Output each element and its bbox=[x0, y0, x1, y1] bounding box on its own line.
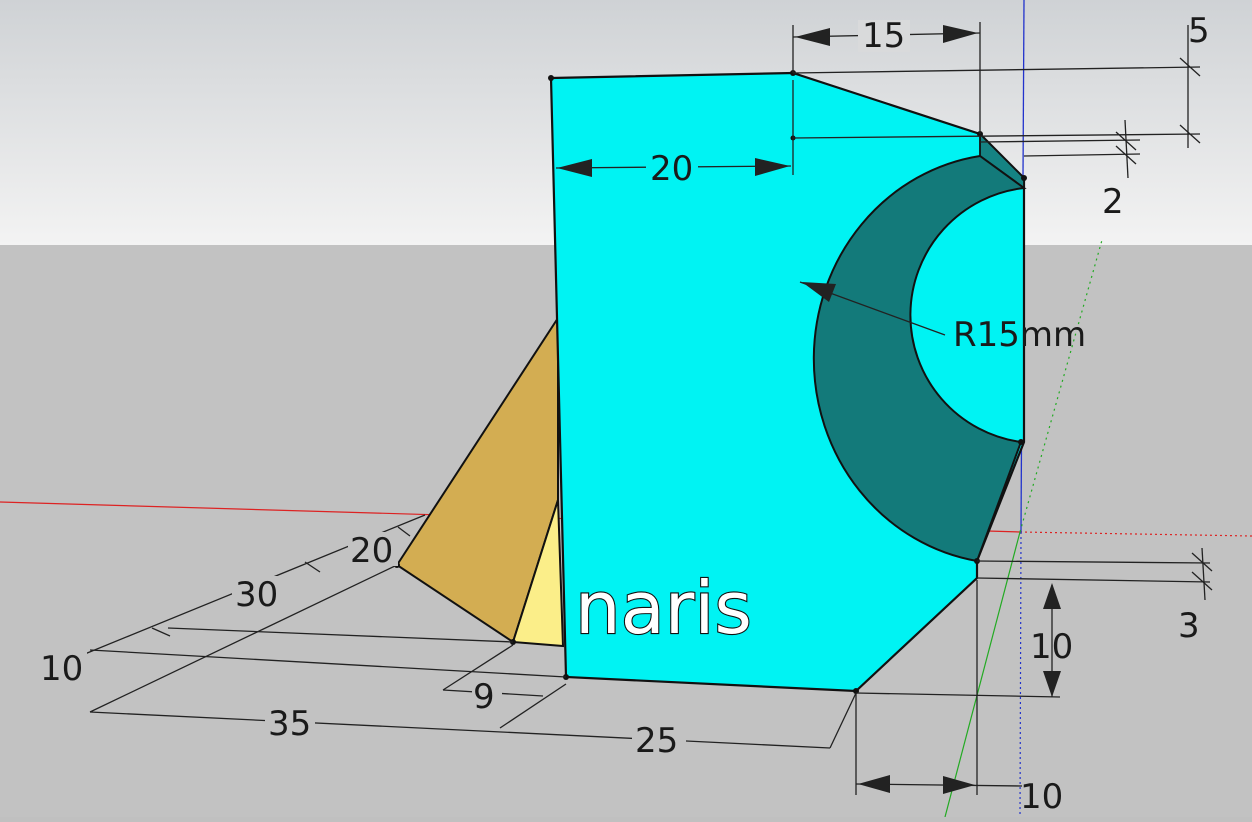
dimension-right: 3 10 10 bbox=[855, 547, 1213, 817]
dimension-top-5: 5 bbox=[792, 11, 1210, 148]
dimension-left: 20 30 10 bbox=[37, 514, 567, 713]
bore-surface[interactable] bbox=[812, 154, 1027, 563]
dim-radius: R15mm bbox=[953, 315, 1086, 355]
green-axis bbox=[944, 531, 1021, 818]
dim-top-5: 5 bbox=[1188, 11, 1210, 51]
dim-right-10: 10 bbox=[1030, 627, 1073, 667]
dim-left-30: 30 bbox=[235, 575, 278, 615]
dimension-inner-20: 20 bbox=[555, 80, 794, 189]
dimension-radius: R15mm bbox=[799, 281, 1086, 355]
brand-text: naris bbox=[575, 566, 752, 650]
dim-inner-20: 20 bbox=[650, 149, 693, 189]
dim-chamfer-2: 2 bbox=[1102, 182, 1124, 222]
dim-right-bottom-10: 10 bbox=[1020, 777, 1063, 817]
red-axis-dotted bbox=[1019, 531, 1252, 537]
dim-bottom-25: 25 bbox=[635, 721, 678, 761]
green-axis-dotted bbox=[1019, 239, 1103, 533]
dimension-top-15: 15 bbox=[792, 16, 981, 134]
dim-bottom-9: 9 bbox=[473, 677, 495, 717]
dimension-chamfer-2: 2 bbox=[979, 119, 1141, 222]
dim-top-15: 15 bbox=[862, 16, 905, 56]
dim-bottom-35: 35 bbox=[268, 704, 311, 744]
dim-left-10: 10 bbox=[40, 649, 83, 689]
side-face-yellow[interactable] bbox=[511, 499, 565, 648]
dimension-bottom: 35 9 25 bbox=[89, 644, 857, 761]
dim-left-20: 20 bbox=[350, 531, 393, 571]
dim-right-3: 3 bbox=[1178, 606, 1200, 646]
